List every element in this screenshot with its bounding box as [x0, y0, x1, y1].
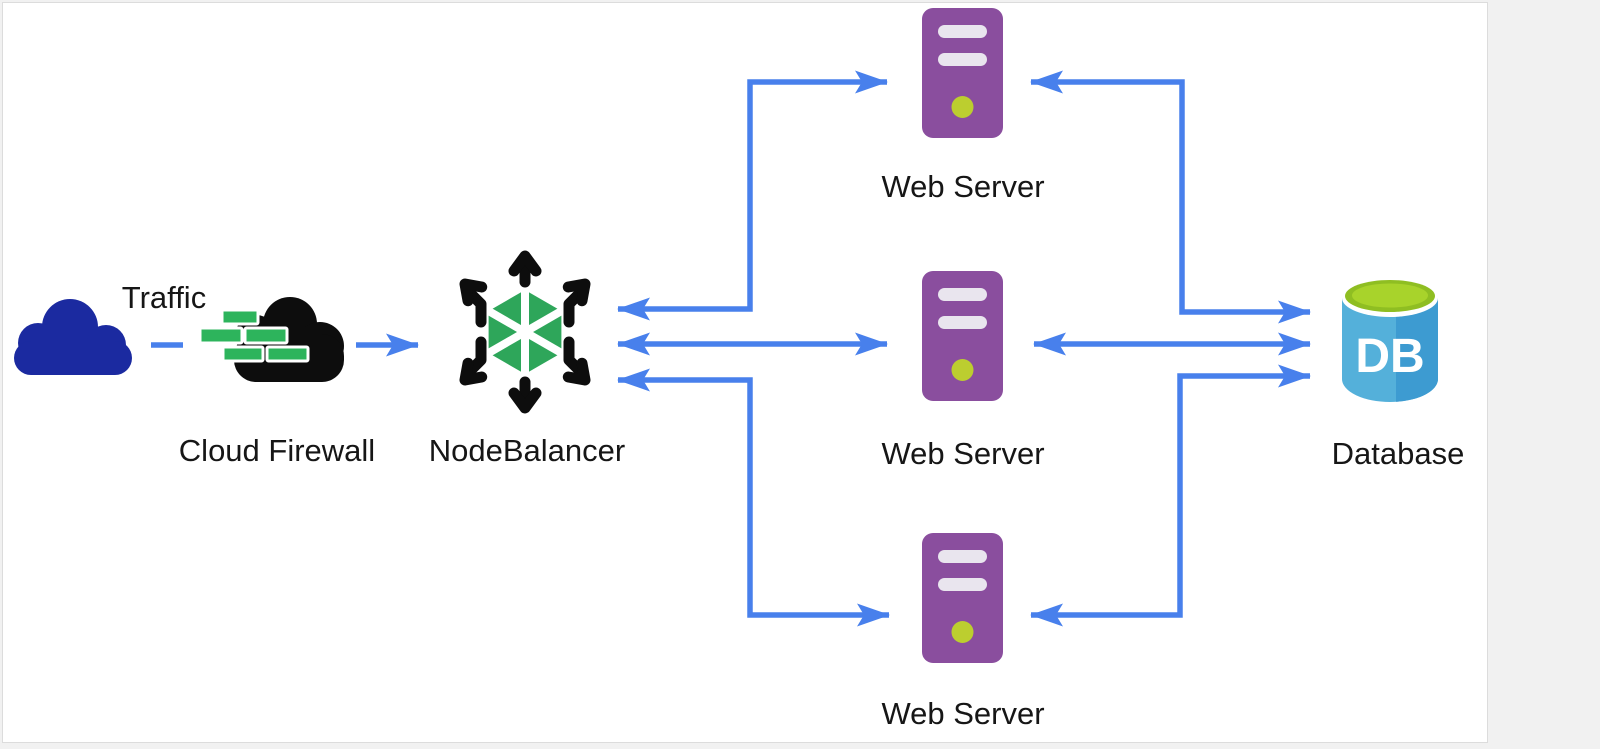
- connector-webserver-top-database: [1030, 70, 1311, 324]
- traffic-cloud-icon: [8, 293, 138, 384]
- database-label: Database: [1331, 436, 1465, 471]
- web-server-middle-label: Web Server: [881, 436, 1045, 471]
- web-server-icon: [922, 271, 1003, 406]
- nodebalancer-icon: [447, 243, 603, 426]
- connector-webserver-bottom-database: [1030, 364, 1311, 627]
- connector-nodebalancer-webserver-top: [617, 70, 888, 321]
- web-server-top-label: Web Server: [881, 169, 1045, 204]
- db-icon-text: DB: [1355, 330, 1424, 383]
- web-server-bottom-label: Web Server: [881, 696, 1045, 731]
- nodebalancer-label: NodeBalancer: [428, 433, 626, 468]
- cloud-firewall-label: Cloud Firewall: [178, 433, 376, 468]
- web-server-icon: [922, 8, 1003, 143]
- connector-nodebalancer-webserver-bottom: [617, 368, 890, 627]
- database-icon: DB: [1338, 276, 1442, 409]
- web-server-icon: [922, 533, 1003, 668]
- cloud-firewall-icon: [198, 296, 348, 391]
- traffic-label: Traffic: [121, 280, 207, 315]
